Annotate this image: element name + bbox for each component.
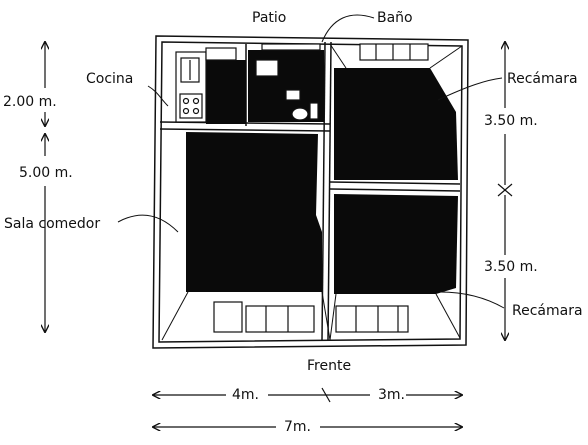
kitchen-fixtures: [175, 47, 237, 123]
kitchen-floor: [206, 60, 246, 124]
bedroom-top-label: Recámara: [507, 71, 578, 87]
dim-left-width: 4m.: [232, 387, 259, 403]
kitchen-label: Cocina: [86, 71, 133, 87]
dim-bedroom-top-depth: 3.50 m.: [484, 113, 538, 129]
dim-kitchen-depth: 2.00 m.: [3, 94, 57, 110]
bedroom-bottom-label: Recámara: [512, 303, 583, 319]
dim-living-depth: 5.00 m.: [19, 165, 73, 181]
bathroom-label: Baño: [377, 10, 413, 26]
patio-label: Patio: [252, 10, 286, 26]
front-label: Frente: [307, 358, 351, 374]
dim-right-width: 3m.: [378, 387, 405, 403]
shower-icon: [285, 89, 301, 101]
stove-icon: [179, 93, 203, 119]
bottom-bedroom-floor: [334, 194, 458, 294]
beds: [213, 43, 429, 333]
bath-counter: [261, 43, 321, 51]
dim-total-width: 7m.: [284, 419, 311, 435]
living-dining-label: Sala comedor: [4, 216, 100, 232]
upper-cabinet: [205, 47, 237, 61]
bed-living-left: [213, 301, 243, 333]
perspective-lines: [161, 43, 463, 341]
bed-bottom-bedroom: [335, 305, 409, 333]
dim-bedroom-bottom-depth: 3.50 m.: [484, 259, 538, 275]
toilet-tank-icon: [309, 102, 319, 120]
bed-living-right: [245, 305, 315, 333]
top-bedroom-floor: [334, 68, 458, 180]
dark-floor-areas: [186, 50, 458, 294]
living-room-floor: [186, 132, 322, 292]
sink-icon: [255, 59, 279, 77]
toilet-icon: [291, 107, 309, 121]
bed-top-bedroom: [359, 43, 429, 61]
dimension-lines: [45, 42, 513, 427]
leader-lines: [117, 14, 505, 309]
bathroom-fixtures: [255, 43, 321, 121]
